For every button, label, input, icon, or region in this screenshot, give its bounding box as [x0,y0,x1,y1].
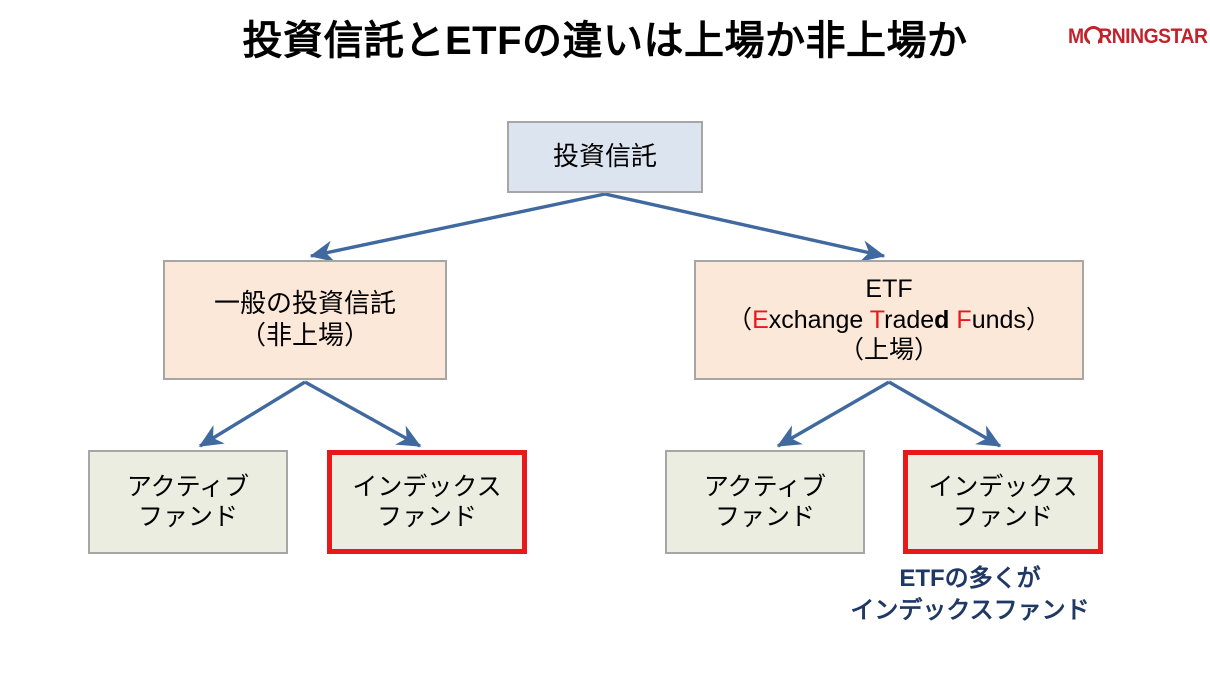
node-index-fund-unlisted[interactable]: インデックス ファンド [327,450,527,554]
node-leaf-line1: アクティブ [126,472,250,501]
node-general-investment-trust[interactable]: 一般の投資信託 （非上場） [163,260,447,380]
logo-wordmark: MORNINGSTAR [1068,25,1208,48]
node-etf-line3: （上場） [838,336,939,365]
etf-text-xchange: xchange [768,305,870,334]
node-etf[interactable]: ETF （Exchange Traded Funds） （上場） [694,260,1084,380]
node-active-fund-unlisted[interactable]: アクティブ ファンド [88,450,288,554]
caption-line2: インデックスファンド [850,596,1090,624]
etf-letter-e: E [752,305,769,334]
node-leaf-line2: ファンド [137,503,238,531]
etf-letter-t: T [869,305,885,334]
node-leaf-line2: ファンド [952,503,1053,531]
node-root-investment-trust[interactable]: 投資信託 [507,121,703,193]
node-etf-line1: ETF [865,275,913,304]
etf-letter-f: F [956,305,972,334]
etf-index-caption: ETFの多くが インデックスファンド [820,563,1120,626]
node-leaf-line1: インデックス [352,472,502,501]
node-active-fund-etf[interactable]: アクティブ ファンド [665,450,865,554]
node-etf-line2: （Exchange Traded Funds） [696,305,1082,336]
caption-line1: ETFの多くが [899,565,1041,592]
node-leaf-line2: ファンド [376,503,477,531]
page-title: 投資信託とETFの違いは上場か非上場か [242,19,968,63]
node-leaf-line2: ファンド [714,503,815,531]
node-index-fund-etf[interactable]: インデックス ファンド [903,450,1103,554]
morningstar-logo: MORNINGSTAR [1068,22,1208,52]
etf-paren-close: ） [1025,305,1051,334]
node-general-line1: 一般の投資信託 [213,288,396,319]
node-root-label: 投資信託 [552,141,657,172]
etf-paren-open: （ [727,305,753,334]
logo-ring-notch [1090,39,1098,48]
node-leaf-line1: インデックス [928,472,1078,501]
etf-text-d: d [934,305,950,334]
etf-text-rade: rade [884,305,935,334]
node-leaf-line1: アクティブ [703,472,827,501]
node-general-line2: （非上場） [239,320,370,350]
etf-text-unds: unds [971,305,1026,334]
